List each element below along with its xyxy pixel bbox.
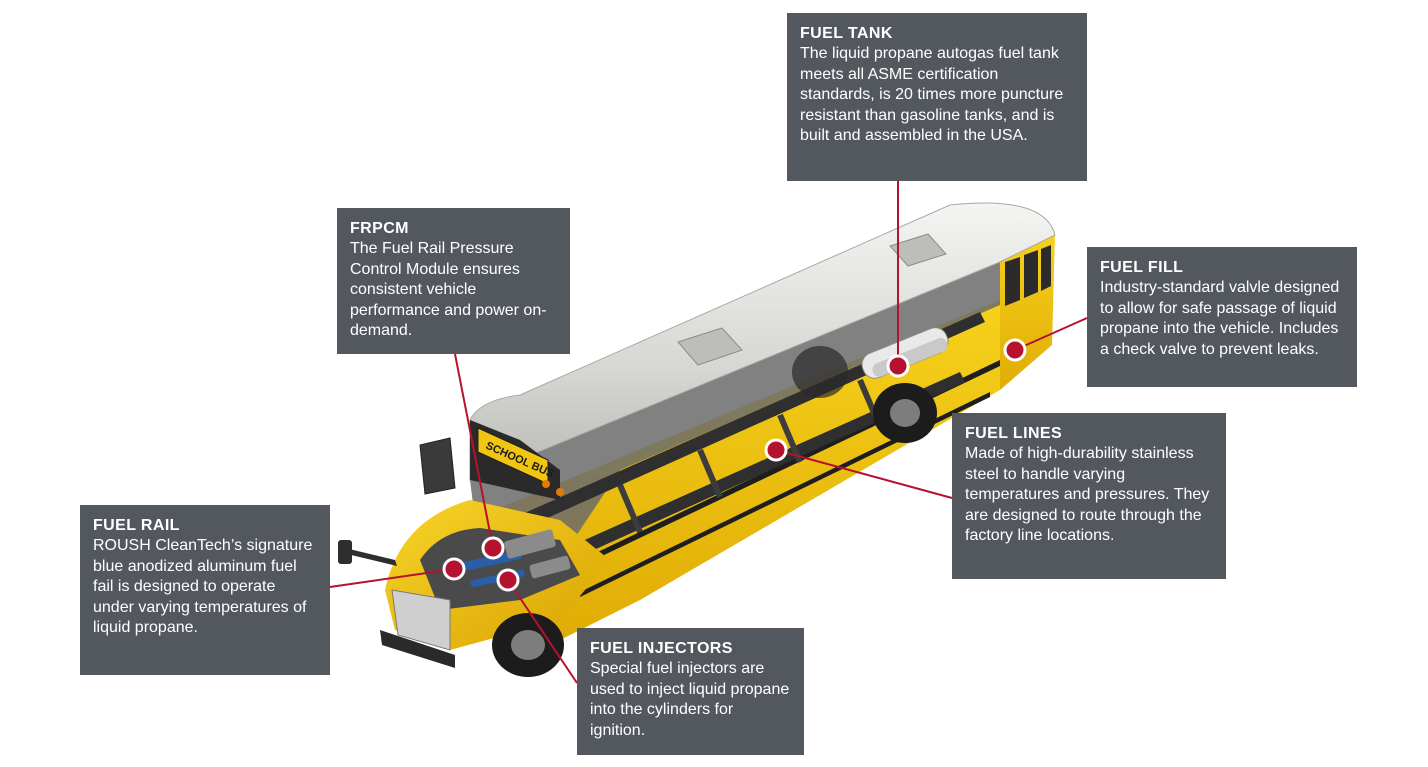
marker-fuel-tank[interactable] xyxy=(886,354,910,378)
callout-fuel-tank: FUEL TANK The liquid propane autogas fue… xyxy=(787,13,1087,181)
marker-frpcm[interactable] xyxy=(481,536,505,560)
callout-frpcm: FRPCM The Fuel Rail Pressure Control Mod… xyxy=(337,208,570,354)
rear-wheel-inner xyxy=(792,346,848,398)
leader-fuel-rail xyxy=(329,568,455,588)
callout-title: FUEL INJECTORS xyxy=(590,640,733,657)
engine-components xyxy=(504,529,571,579)
callout-title: FUEL FILL xyxy=(1100,259,1184,276)
roof-hatches xyxy=(677,233,947,366)
marker-fuel-rail[interactable] xyxy=(442,557,466,581)
rear-wheel xyxy=(873,383,937,443)
side-mirror-arm xyxy=(345,548,397,566)
callout-text: Industry-standard valvle designed to all… xyxy=(1100,279,1340,358)
callout-text: The Fuel Rail Pressure Control Module en… xyxy=(350,240,547,339)
callout-fuel-injectors: FUEL INJECTORS Special fuel injectors ar… xyxy=(577,628,804,755)
markers xyxy=(442,338,1027,592)
callout-title: FUEL RAIL xyxy=(93,517,180,534)
callout-text: The liquid propane autogas fuel tank mee… xyxy=(800,45,1064,144)
frame-rail-bottom xyxy=(540,372,965,572)
callout-text: ROUSH CleanTech’s signature blue anodize… xyxy=(93,537,313,636)
leader-lines xyxy=(329,181,1088,684)
bus-roof xyxy=(469,202,1056,481)
callout-text: Made of high-durability stainless steel … xyxy=(965,445,1210,544)
callout-fuel-fill: FUEL FILL Industry-standard valvle desig… xyxy=(1087,247,1357,387)
marker-fuel-lines[interactable] xyxy=(764,438,788,462)
side-mirror xyxy=(338,540,352,564)
callout-text: Special fuel injectors are used to injec… xyxy=(590,660,790,739)
front-grille xyxy=(391,589,451,651)
front-wheel xyxy=(492,613,564,677)
marker-light-right xyxy=(556,488,564,496)
rear-windows xyxy=(1005,245,1051,306)
open-service-door xyxy=(419,437,456,495)
callout-fuel-rail: FUEL RAIL ROUSH CleanTech’s signature bl… xyxy=(80,505,330,675)
callout-fuel-lines: FUEL LINES Made of high-durability stain… xyxy=(952,413,1226,579)
callout-title: FUEL TANK xyxy=(800,25,893,42)
callout-title: FUEL LINES xyxy=(965,425,1063,442)
leader-fuel-lines xyxy=(775,449,953,499)
marker-fuel-injectors[interactable] xyxy=(496,568,520,592)
marker-fuel-fill[interactable] xyxy=(1003,338,1027,362)
front-bumper xyxy=(380,630,455,668)
leader-frpcm xyxy=(454,353,494,549)
leader-fuel-fill xyxy=(1014,317,1088,351)
leader-fuel-injectors xyxy=(507,579,578,684)
rub-rail-lower xyxy=(580,392,990,597)
marker-light-left xyxy=(542,480,550,488)
callout-title: FRPCM xyxy=(350,220,409,237)
